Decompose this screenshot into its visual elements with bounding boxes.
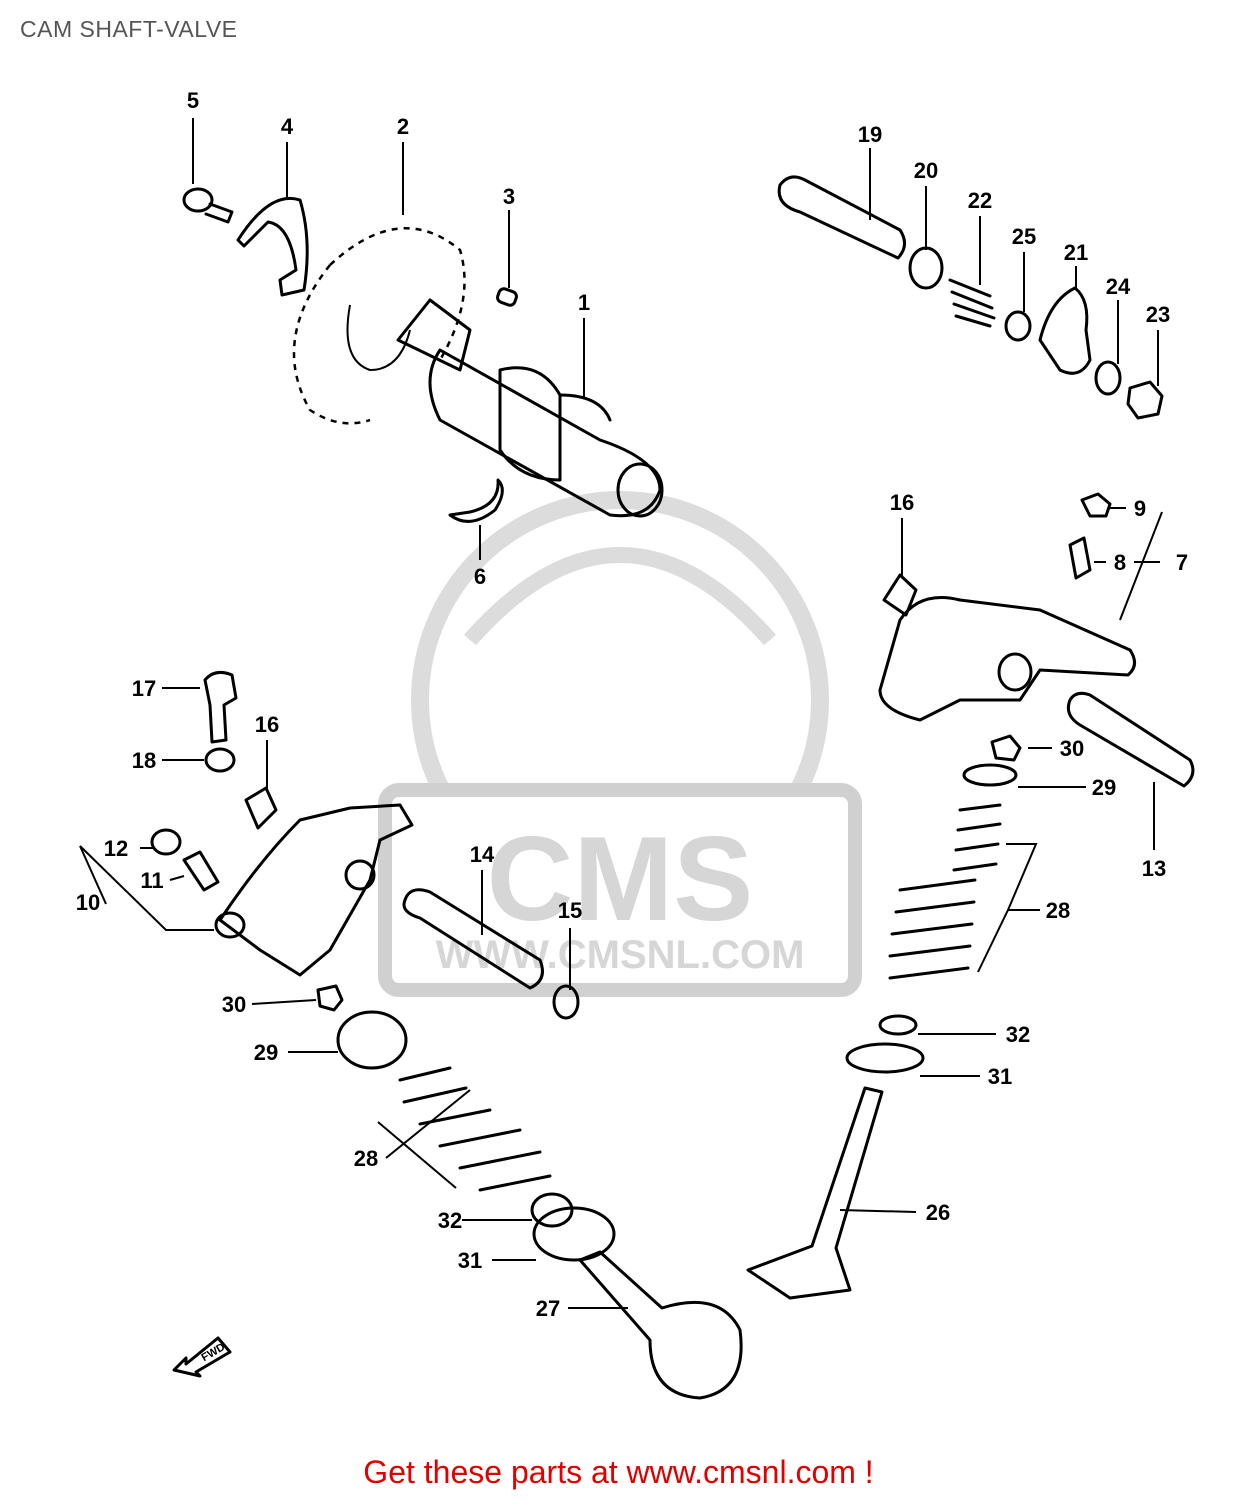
callout-15: 15 [558,898,582,923]
part-11-adjuster [182,850,220,892]
callout-26: 26 [926,1200,950,1225]
part-21-lever [1038,286,1092,375]
right-rocker-arm [878,596,1136,722]
callout-16-right: 16 [890,490,914,515]
part-30-cap-left [316,984,344,1012]
watermark-helmet [464,547,776,646]
part-32-seal-left [530,1192,574,1228]
part-16-retainer [882,573,918,617]
part-29-retainer-left [336,1010,408,1070]
callout-7: 7 [1176,550,1188,575]
callout-12: 12 [104,836,128,861]
callout-19: 19 [858,122,882,147]
callout-1: 1 [578,290,590,315]
part-17-bolt [203,670,238,744]
callout-6: 6 [474,564,486,589]
page-title: CAM SHAFT-VALVE [20,16,238,42]
callout-29-right: 29 [1092,775,1116,800]
part-14-rocker-shaft [402,888,544,990]
callout-27: 27 [536,1296,560,1321]
part-9-locknut [1080,492,1112,518]
callout-23: 23 [1146,302,1170,327]
callout-11: 11 [140,868,163,893]
footer-link[interactable]: Get these parts at www.cmsnl.com ! [363,1454,874,1490]
part-2-sprocket [292,227,466,425]
callout-17: 17 [132,676,156,701]
part-5-bolt [182,187,234,224]
callout-4: 4 [281,114,294,139]
callout-13: 13 [1142,856,1166,881]
callout-29-left: 29 [254,1040,278,1065]
callout-22: 22 [968,188,992,213]
callout-30-right: 30 [1060,736,1084,761]
part-16-retainer-left [244,786,278,830]
leader-lines [79,118,1163,1309]
callout-32-right: 32 [1006,1022,1030,1047]
part-3-dowel-pin [496,287,518,307]
callout-31-right: 31 [988,1064,1012,1089]
part-28-inner-spring [952,803,1002,872]
callout-2: 2 [397,114,409,139]
callout-18: 18 [132,748,156,773]
part-26-valve [746,1086,884,1300]
part-4-chain-guide [236,196,309,297]
watermark-logo-text: CMS [487,812,754,946]
callout-9: 9 [1134,496,1146,521]
part-31-seat-left [532,1206,616,1262]
part-31-seat [845,1042,925,1074]
callout-3: 3 [503,184,515,209]
part-6-circlip [448,478,504,523]
callout-25: 25 [1012,224,1036,249]
part-19-rocker-shaft [777,175,906,260]
part-23-nut [1126,380,1164,420]
callout-10: 10 [76,890,100,915]
watermark-url-text: WWW.CMSNL.COM [436,933,805,977]
part-1-camshaft [396,298,664,518]
part-24-washer [1094,360,1122,396]
callout-5: 5 [187,88,199,113]
callout-20: 20 [914,158,938,183]
part-25-washer [1004,310,1032,342]
part-22-spring [948,278,996,328]
part-13-rocker-shaft [1066,691,1195,788]
part-30-cap [990,734,1022,762]
callout-32-left: 32 [438,1208,462,1233]
cms-watermark: CMS WWW.CMSNL.COM [378,491,862,997]
callout-14: 14 [470,842,495,867]
forward-direction-icon: FWD [172,1332,234,1383]
part-18-washer [204,747,236,773]
callout-8: 8 [1114,550,1126,575]
part-29-retainer [962,763,1018,787]
watermark-badge [378,783,862,997]
callout-28-left: 28 [354,1146,378,1171]
part-27-valve [578,1250,743,1400]
callout-30-left: 30 [222,992,246,1017]
callout-21: 21 [1064,240,1088,265]
part-20-washer [908,246,944,290]
part-8-adjuster-screw [1068,536,1092,580]
part-32-seal [878,1014,918,1036]
callout-31-left: 31 [458,1248,482,1273]
left-rocker-arm [214,803,414,977]
callout-28-right: 28 [1046,898,1070,923]
part-28-springs-left [398,1066,552,1192]
part-15-o-ring [552,984,580,1020]
callout-24: 24 [1106,274,1131,299]
part-12-nut [150,828,182,856]
callout-16-left: 16 [255,712,279,737]
part-28-outer-spring [888,878,977,980]
